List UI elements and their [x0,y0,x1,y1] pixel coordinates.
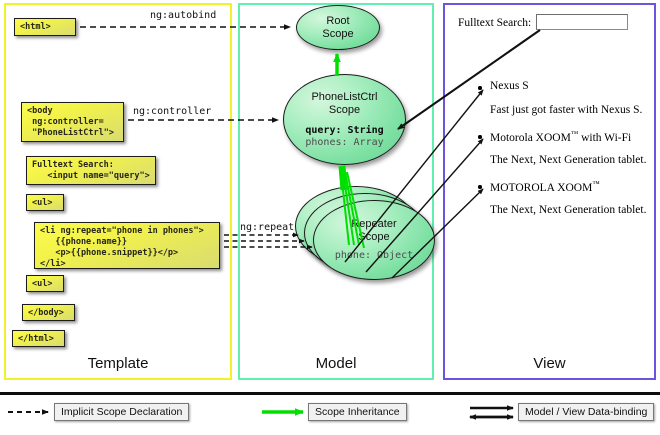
legend-divider [0,392,660,395]
view-phone-name-2: MOTOROLA XOOM™ [490,179,600,194]
column-label-view: View [533,355,566,372]
legend-scope-inheritance: Scope Inheritance [308,403,407,421]
column-template: Template [4,3,232,380]
column-label-template: Template [87,355,149,372]
fulltext-search-input[interactable] [536,14,628,30]
body-controller-box: <body ng:controller= "PhoneListCtrl"> [21,102,124,142]
li-repeat-box: <li ng:repeat="phone in phones"> {{phone… [34,222,220,269]
view-bullet-2 [478,185,482,189]
annotation-ng-controller: ng:controller [133,106,212,117]
trademark-icon-1: ™ [570,129,579,138]
view-bullet-1 [478,135,482,139]
ul-close-box: <ul> [26,275,64,292]
root-scope-title-line1: Root [326,15,350,27]
view-phone-name-2-text: MOTOROLA XOOM [490,181,593,194]
repeater-scope-title-line2: Scope [358,231,390,243]
legend-implicit-scope: Implicit Scope Declaration [54,403,190,421]
repeater-scope: Repeater Scope phone: Object [313,200,435,280]
view-phone-snippet-0: Fast just got faster with Nexus S. [490,104,643,116]
view-phone-snippet-1: The Next, Next Generation tablet. [490,154,647,166]
view-search-label: Fulltext Search: [458,17,532,29]
phonelistctrl-scope: PhoneListCtrl Scope query: String phones… [283,74,406,165]
root-scope: Root Scope [296,5,380,50]
fulltext-search-box: Fulltext Search: <input name="query"> [26,156,156,185]
ul-open-box: <ul> [26,194,64,211]
legend: Implicit Scope Declaration Scope Inherit… [0,392,660,435]
annotation-ng-repeat: ng:repeat [240,222,295,233]
phonelistctrl-scope-title-line1: PhoneListCtrl [311,91,378,103]
repeater-scope-title-line1: Repeater [351,218,397,230]
repeater-prop-phone: phone: Object [334,250,414,261]
phonelistctrl-prop-phones: phones: Array [305,137,384,148]
view-phone-name-0: Nexus S [490,80,529,92]
html-open-box: <html> [14,18,76,36]
phonelistctrl-prop-query: query: String [305,125,384,136]
view-phone-suffix-1: with Wi-Fi [578,131,632,144]
view-phone-name-1-text: Motorola XOOM [490,131,571,144]
html-close-box: </html> [12,330,65,347]
legend-data-binding: Model / View Data-binding [518,403,655,421]
trademark-icon-2: ™ [592,179,600,188]
annotation-ng-autobind: ng:autobind [150,10,217,21]
column-label-model: Model [315,355,357,372]
view-bullet-0 [478,86,482,90]
root-scope-title-line2: Scope [322,28,354,40]
body-close-box: </body> [22,304,75,321]
phonelistctrl-scope-title-line2: Scope [328,104,361,116]
view-phone-name-1: Motorola XOOM™ with Wi-Fi [490,129,631,144]
view-phone-snippet-2: The Next, Next Generation tablet. [490,204,647,216]
